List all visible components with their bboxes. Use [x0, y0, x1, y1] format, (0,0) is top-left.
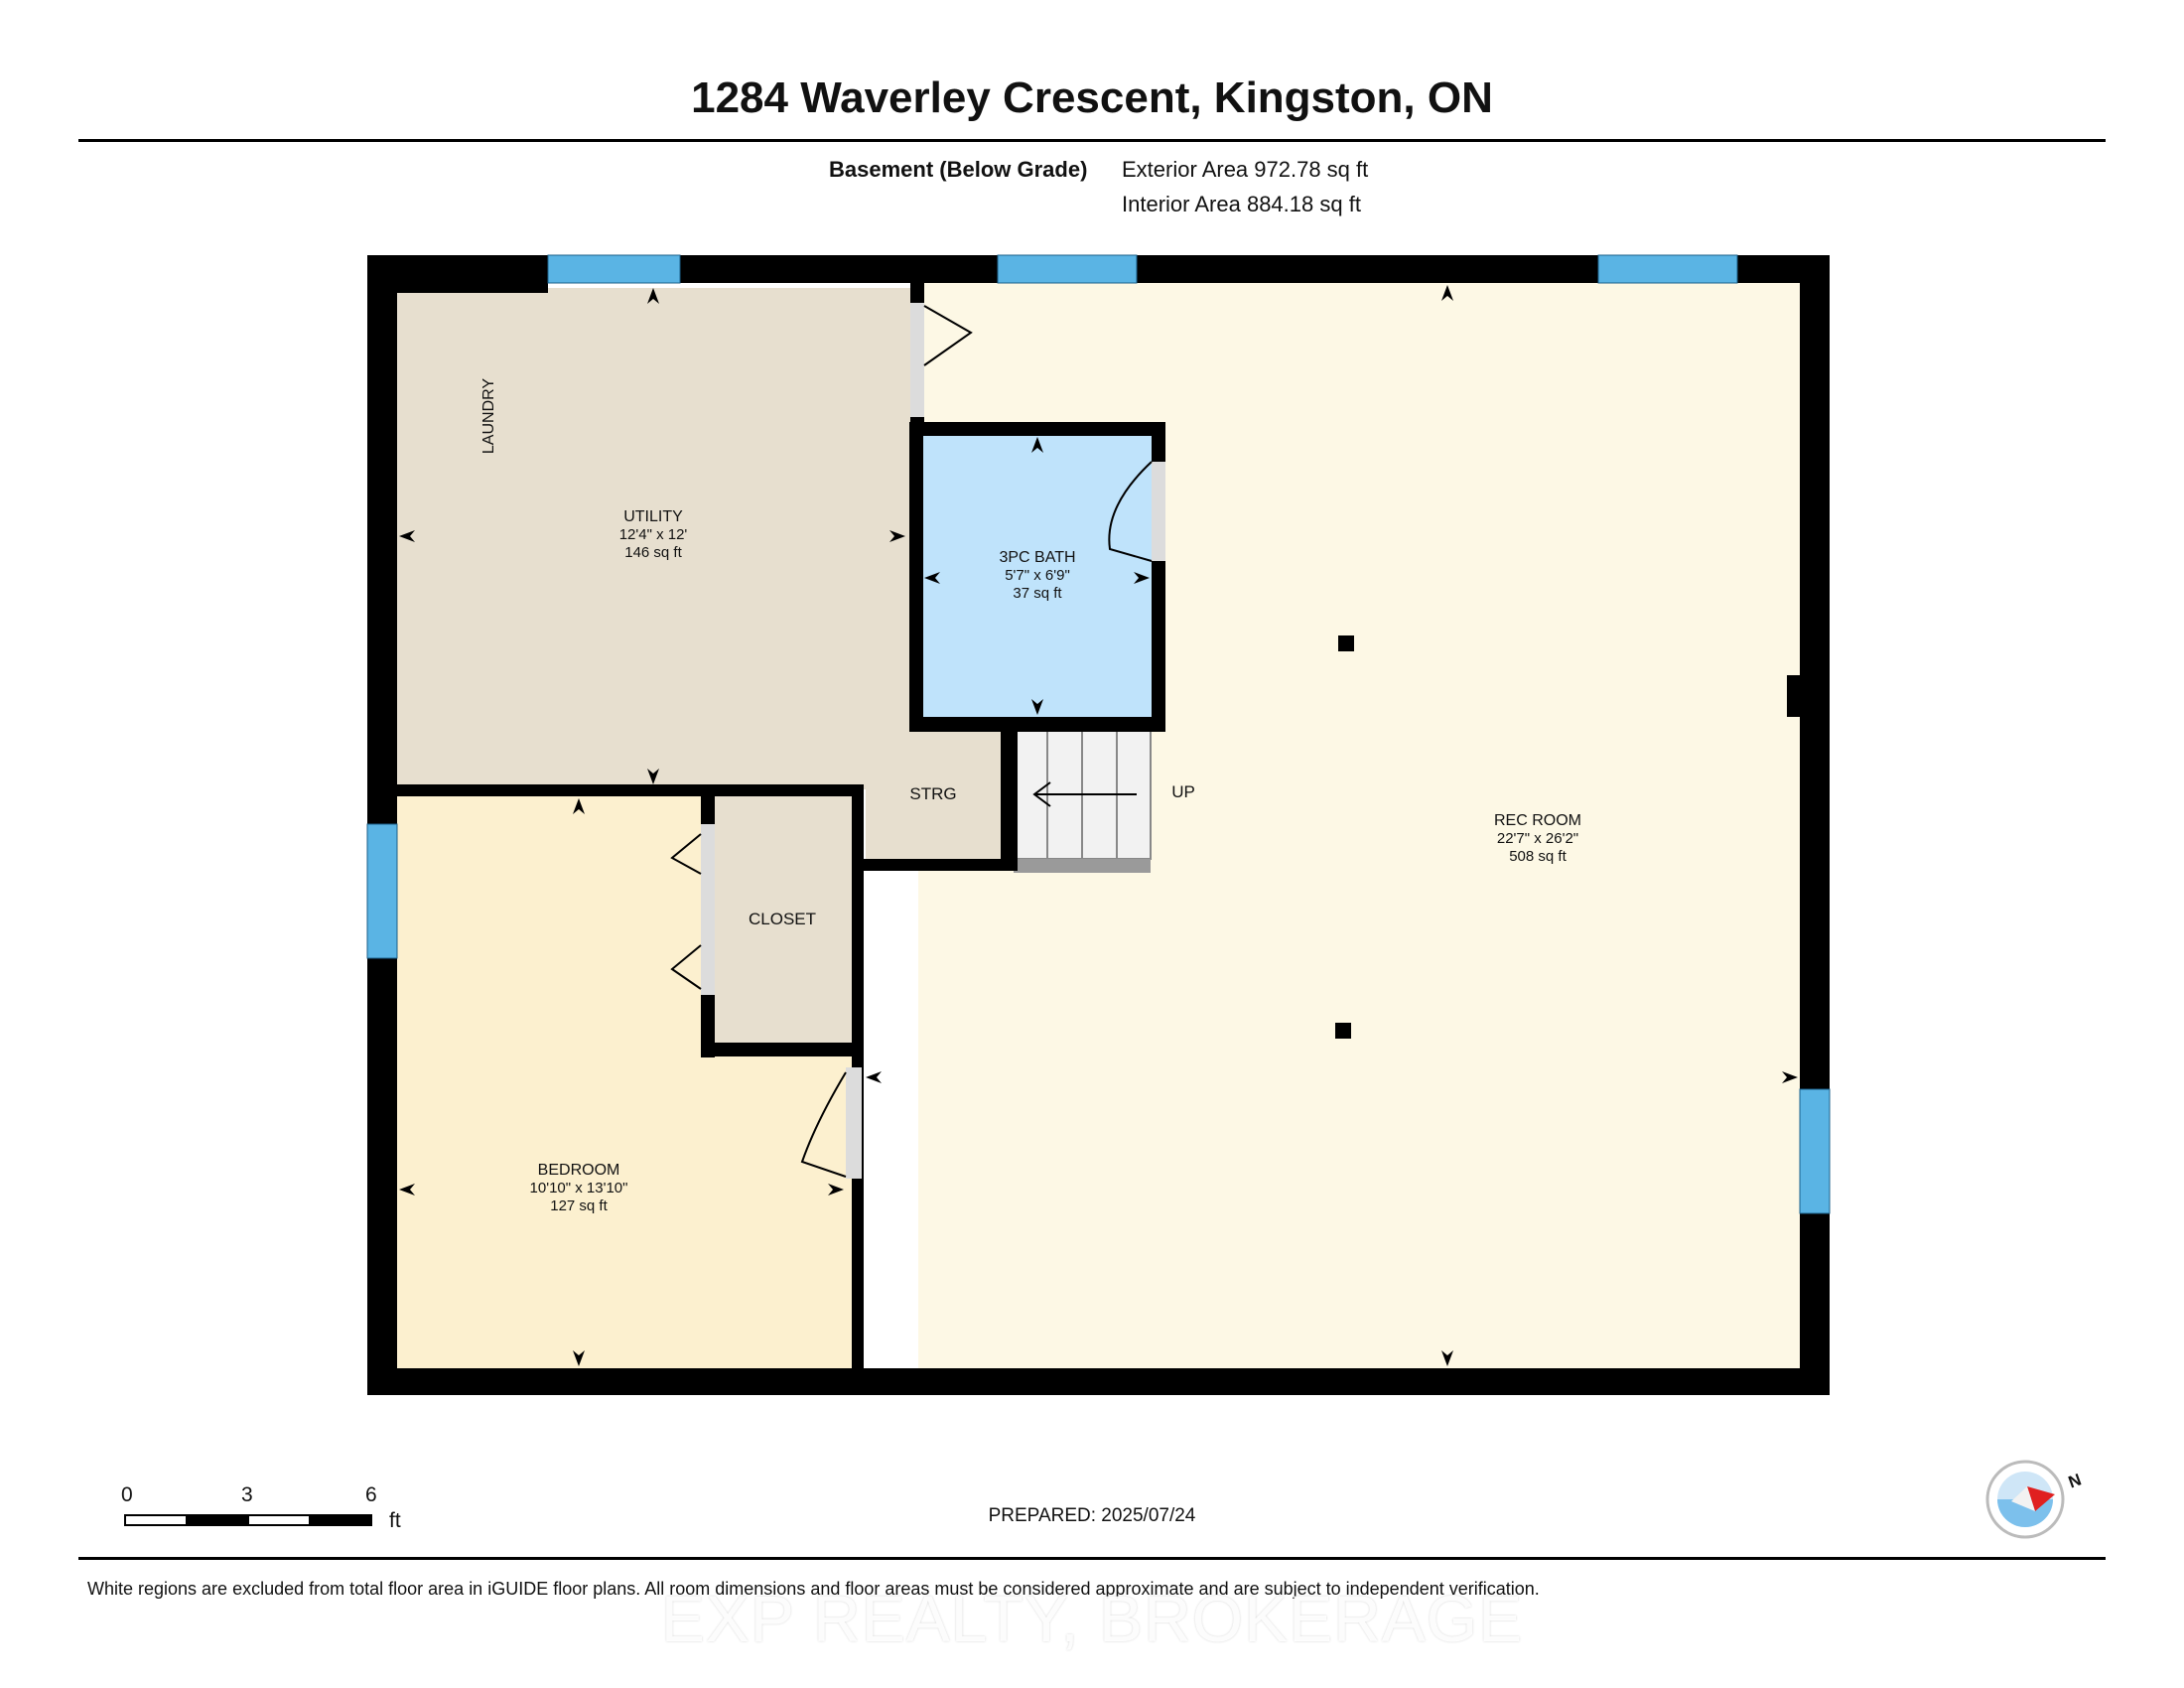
bedroom-label: BEDROOM 10'10" x 13'10" 127 sq ft [529, 1162, 628, 1214]
stairs [1013, 729, 1152, 873]
scale-label-3: 3 [241, 1483, 253, 1506]
storage-fill [866, 730, 1005, 859]
scale-label-6: 6 [365, 1483, 377, 1506]
scale-unit: ft [389, 1509, 401, 1532]
footer-divider [78, 1557, 2106, 1560]
disclaimer: White regions are excluded from total fl… [87, 1579, 1540, 1599]
closet-label: CLOSET [748, 910, 817, 928]
page-title: 1284 Waverley Crescent, Kingston, ON [691, 73, 1493, 122]
bath-fill [917, 432, 1157, 720]
utility-label: UTILITY 12'4" x 12' 146 sq ft [618, 508, 688, 561]
exterior-area: Exterior Area 972.78 sq ft [1122, 157, 1369, 182]
scale-bar [124, 1514, 372, 1526]
bath-label: 3PC BATH 5'7" x 6'9" 37 sq ft [999, 549, 1076, 602]
storage-label: STRG [909, 784, 957, 803]
watermark: EXP REALTY, BROKERAGE [660, 1582, 1524, 1655]
scale-label-0: 0 [121, 1483, 133, 1506]
prepared-date: PREPARED: 2025/07/24 [988, 1505, 1196, 1526]
compass-icon [1985, 1460, 2065, 1539]
utility-room-fill [397, 288, 918, 789]
closet-fill [713, 794, 852, 1043]
header-divider [78, 139, 2106, 142]
rec-room-label: REC ROOM 22'7" x 26'2" 508 sq ft [1494, 812, 1581, 865]
dimension-markers [399, 285, 1798, 1366]
doors [670, 303, 1165, 1179]
stairs-up-label: UP [1171, 782, 1195, 801]
laundry-label: LAUNDRY [480, 377, 498, 455]
interior-area: Interior Area 884.18 sq ft [1122, 192, 1361, 216]
level-label: Basement (Below Grade) [829, 157, 1088, 182]
windows [366, 254, 1831, 1214]
